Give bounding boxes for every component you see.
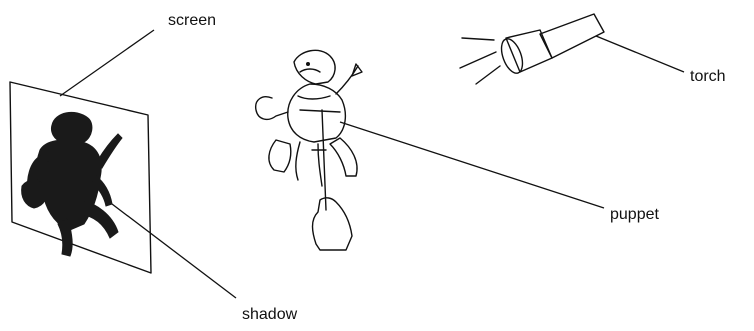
screen-group: [10, 82, 151, 273]
screen-label: screen: [168, 12, 216, 29]
puppet-leader: [340, 122, 604, 208]
torch-leader: [596, 36, 684, 72]
shadow-leader: [112, 204, 236, 298]
shadow-silhouette: [22, 112, 122, 256]
hand: [313, 198, 353, 250]
puppet-group: [256, 50, 362, 250]
screen-leader: [60, 30, 154, 96]
torch-head: [506, 30, 552, 72]
torch-label: torch: [690, 68, 726, 85]
torch-group: [460, 14, 604, 84]
puppet-label: puppet: [610, 206, 659, 223]
light-rays: [460, 38, 500, 84]
shadow-label: shadow: [242, 306, 298, 323]
